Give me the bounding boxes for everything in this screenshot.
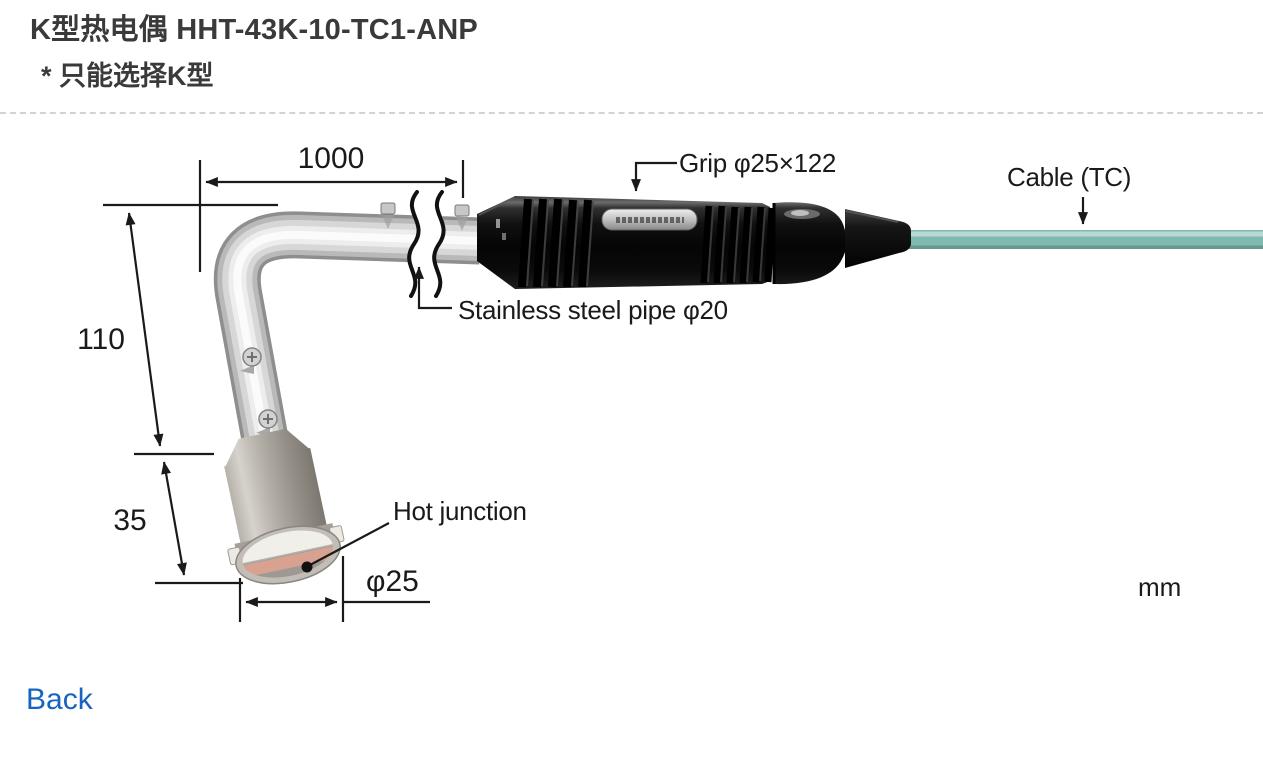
page-title: K型热电偶 HHT-43K-10-TC1-ANP [30,14,478,46]
steel-pipe-graphic [213,211,481,455]
dim-pipe-length: 1000 [298,142,365,175]
dim-tip-diameter: φ25 [366,565,419,598]
callout-hot-junction: Hot junction [301,496,527,573]
dimension-110: 110 [77,203,278,456]
break-mark [407,181,446,304]
cable-graphic [893,230,1263,249]
callout-pipe-label: Stainless steel pipe φ20 [458,295,728,325]
set-screw-side-1 [240,347,262,374]
callout-pipe: Stainless steel pipe φ20 [414,266,728,325]
dim-bend-to-tip: 110 [77,323,125,356]
callout-hot-junction-label: Hot junction [393,496,527,526]
dimension-phi25: φ25 [238,556,430,622]
callout-grip-label: Grip φ25×122 [679,148,836,178]
grip-label-plate [601,208,698,231]
callout-cable: Cable (TC) [1007,162,1131,225]
dimension-1000: 1000 [198,142,465,272]
grip-graphic [477,196,911,289]
set-screw-top-1 [380,202,396,229]
unit-label: mm [1138,572,1181,602]
probe-head-graphic [224,428,345,586]
page-note: * 只能选择K型 [41,61,214,91]
dimension-35: 35 [113,461,243,585]
back-link[interactable]: Back [26,683,93,716]
set-screw-top-2 [454,204,470,231]
section-separator [0,112,1263,114]
dim-tip-section: 35 [113,504,146,537]
callout-cable-label: Cable (TC) [1007,162,1131,192]
callout-grip: Grip φ25×122 [631,148,836,192]
